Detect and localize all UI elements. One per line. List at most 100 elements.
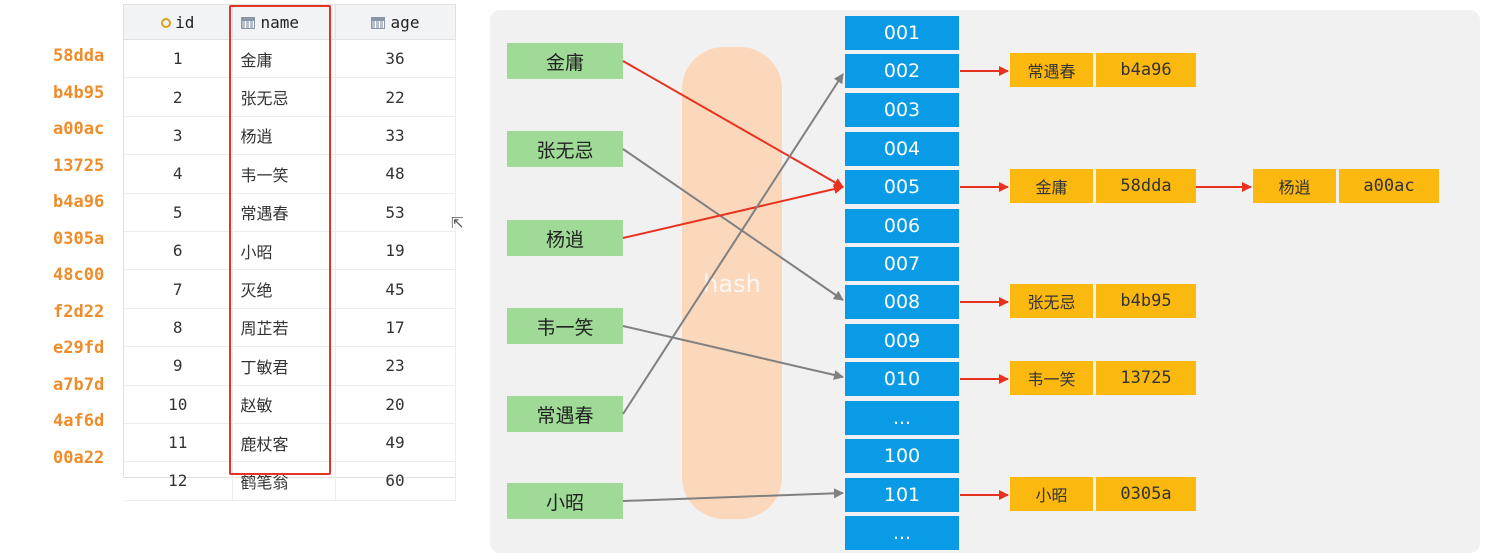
- hash-arrow-yangxiao: [622, 184, 844, 239]
- cell-age[interactable]: 17: [335, 308, 456, 348]
- cell-id[interactable]: 12: [124, 461, 233, 501]
- bucket-slot: ...: [845, 401, 959, 435]
- entry-name: 韦一笑: [1010, 361, 1093, 395]
- bucket-slot: ...: [845, 516, 959, 550]
- row-id: 58dda: [53, 46, 105, 66]
- cell-name[interactable]: 灭绝: [232, 269, 336, 309]
- row-id: 0305a: [53, 228, 105, 249]
- cell-name[interactable]: 常遇春: [232, 193, 336, 232]
- entry-name: 金庸: [1010, 169, 1093, 203]
- cell-age[interactable]: 49: [335, 423, 456, 463]
- row-id: 13725: [53, 155, 105, 176]
- cell-id[interactable]: 3: [124, 116, 233, 156]
- entry-row-id: 13725: [1096, 361, 1196, 395]
- cell-name[interactable]: 丁敏君: [232, 346, 336, 386]
- bucket-slot: 007: [845, 247, 959, 281]
- cell-age[interactable]: 45: [335, 269, 456, 309]
- row-id: 00a22: [53, 447, 105, 468]
- key-box: 金庸: [507, 43, 623, 79]
- cell-age[interactable]: 60: [335, 461, 456, 501]
- bucket-slot: 006: [845, 209, 959, 243]
- hash-index-diagram: [490, 10, 1480, 553]
- row-id: e29fd: [53, 338, 105, 358]
- cell-name[interactable]: 赵敏: [232, 385, 336, 424]
- cell-age[interactable]: 53: [335, 193, 456, 232]
- cell-name[interactable]: 周芷若: [232, 308, 336, 348]
- row-id: a7b7d: [53, 374, 105, 395]
- cell-id[interactable]: 5: [124, 193, 233, 232]
- entry-row-id: a00ac: [1339, 169, 1439, 203]
- mouse-cursor-icon: ⇱: [451, 214, 464, 232]
- cell-name[interactable]: 金庸: [232, 39, 336, 79]
- cell-id[interactable]: 11: [124, 423, 233, 463]
- cell-age[interactable]: 23: [335, 346, 456, 386]
- cell-name[interactable]: 小昭: [232, 231, 336, 271]
- entry-row-id: 58dda: [1096, 169, 1196, 203]
- cell-id[interactable]: 9: [124, 346, 233, 386]
- cell-name[interactable]: 鹤笔翁: [232, 461, 336, 501]
- hash-arrow-weiyixiao: [622, 325, 844, 380]
- cell-age[interactable]: 22: [335, 77, 456, 117]
- bucket-slot: 005: [845, 170, 959, 204]
- bucket-slot: 001: [845, 16, 959, 50]
- entry-name: 常遇春: [1010, 53, 1093, 87]
- entry-row-id: b4a96: [1096, 53, 1196, 87]
- cell-id[interactable]: 8: [124, 308, 233, 348]
- bucket-slot: 100: [845, 439, 959, 473]
- cell-id[interactable]: 7: [124, 269, 233, 309]
- column-header-id[interactable]: id: [124, 5, 233, 40]
- key-box: 小昭: [507, 483, 623, 519]
- cell-name[interactable]: 张无忌: [232, 77, 336, 117]
- bucket-slot: 101: [845, 478, 959, 512]
- key-box: 常遇春: [507, 396, 623, 432]
- bucket-slot: 008: [845, 285, 959, 319]
- column-header-name[interactable]: name: [232, 5, 336, 40]
- key-box: 张无忌: [507, 131, 623, 167]
- primary-key-column-icon: [161, 17, 172, 28]
- row-id-column: 58dda b4b95 a00ac 13725 b4a96 0305a 48c0…: [50, 38, 120, 476]
- row-id: a00ac: [53, 119, 105, 139]
- table-header-row: id name age: [124, 5, 456, 40]
- cell-name[interactable]: 韦一笑: [232, 154, 336, 194]
- entry-name: 小昭: [1010, 477, 1093, 511]
- entry-name: 张无忌: [1010, 284, 1093, 318]
- cell-name[interactable]: 杨逍: [232, 116, 336, 156]
- cell-id[interactable]: 10: [124, 385, 233, 424]
- cell-name[interactable]: 鹿杖客: [232, 423, 336, 463]
- bucket-slot: 002: [845, 54, 959, 88]
- cell-id[interactable]: 4: [124, 154, 233, 194]
- row-id: f2d22: [53, 301, 105, 322]
- row-id: 4af6d: [53, 411, 105, 431]
- cell-id[interactable]: 2: [124, 77, 233, 117]
- cell-age[interactable]: 48: [335, 154, 456, 194]
- key-box: 韦一笑: [507, 308, 623, 344]
- cell-id[interactable]: 6: [124, 231, 233, 271]
- row-id: b4a96: [53, 192, 105, 212]
- cell-age[interactable]: 36: [335, 39, 456, 79]
- cell-age[interactable]: 33: [335, 116, 456, 156]
- column-header-age[interactable]: age: [335, 5, 456, 40]
- hash-arrow-changyuchun: [622, 73, 844, 415]
- cell-age[interactable]: 20: [335, 385, 456, 424]
- cell-id[interactable]: 1: [124, 39, 233, 79]
- entry-row-id: 0305a: [1096, 477, 1196, 511]
- bucket-slot: 010: [845, 362, 959, 396]
- name-column-highlight: [229, 5, 331, 475]
- key-box: 杨逍: [507, 220, 623, 256]
- bucket-slot: 003: [845, 93, 959, 127]
- bucket-slot: 009: [845, 324, 959, 358]
- cell-age[interactable]: 19: [335, 231, 456, 271]
